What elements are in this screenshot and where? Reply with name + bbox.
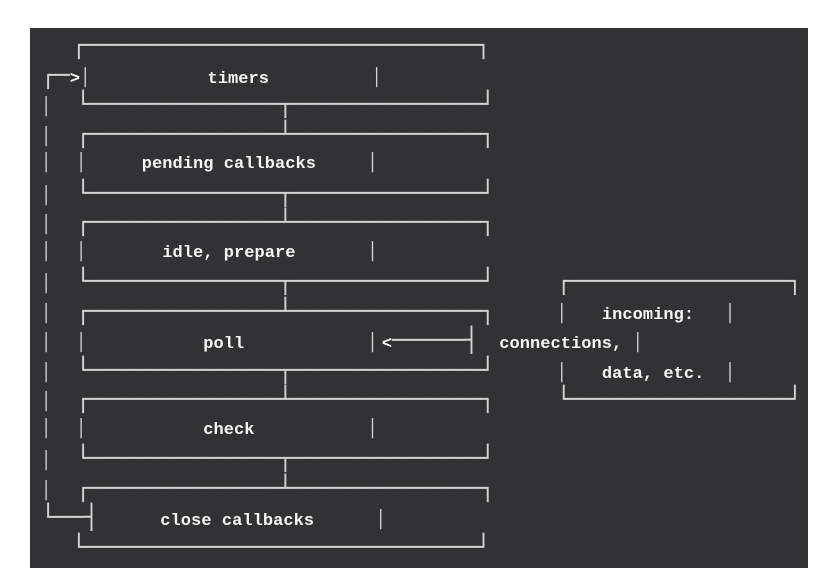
- ascii-diagram: ┌───────────────────────────┐┌─>│ timers…: [41, 31, 802, 562]
- diagram-line-segment: │: [41, 392, 56, 412]
- diagram-label-segment: [495, 276, 557, 295]
- diagram-label-segment: timers: [94, 69, 372, 89]
- diagram-line-segment: │: [80, 67, 95, 88]
- diagram-row: │ ┌─────────────┴─────────────┐: [41, 474, 802, 504]
- diagram-label-segment: connections,: [478, 335, 633, 354]
- diagram-line-segment: └───────────────────────────┘: [71, 532, 491, 561]
- diagram-row: ┌───────────────────────────┐: [41, 31, 802, 61]
- diagram-label-segment: [56, 188, 77, 207]
- diagram-line-segment: │: [367, 418, 382, 439]
- diagram-line-segment: │: [556, 303, 572, 324]
- diagram-line-segment: │: [556, 362, 572, 383]
- diagram-line-segment: └───────────────┘: [556, 385, 803, 413]
- diagram-label-segment: incoming:: [571, 305, 725, 325]
- diagram-line-segment: ┌─────────────┴─────────────┐: [76, 119, 496, 148]
- diagram-line-segment: └─────────────┬─────────────┘: [76, 355, 496, 384]
- diagram-line-segment: │: [371, 67, 386, 88]
- diagram-line-segment: ┌─: [41, 60, 70, 89]
- diagram-line-segment: ┌───────────────┐: [556, 267, 803, 295]
- diagram-line-segment: │: [367, 333, 382, 353]
- diagram-row: │ └─────────────┬─────────────┘: [41, 179, 802, 209]
- event-loop-diagram-panel: ┌───────────────────────────┐┌─>│ timers…: [30, 28, 808, 568]
- diagram-label-segment: idle, prepare: [90, 243, 368, 263]
- diagram-line-segment: ┌─────────────┴─────────────┐: [76, 208, 496, 236]
- diagram-row: └───────────────────────────┘: [41, 533, 802, 563]
- diagram-label-segment: [56, 335, 77, 354]
- diagram-line-segment: └─────────────┬─────────────┘: [76, 178, 496, 207]
- diagram-label-segment: close callbacks: [98, 512, 376, 531]
- diagram-label-segment: [495, 306, 557, 325]
- diagram-line-segment: │: [41, 480, 56, 501]
- diagram-line-segment: └──┤: [41, 503, 99, 531]
- diagram-line-segment: │: [41, 362, 56, 383]
- diagram-line-segment: │: [41, 215, 56, 235]
- diagram-line-segment: │: [76, 418, 91, 439]
- diagram-label-segment: pending callbacks: [90, 155, 368, 174]
- diagram-line-segment: │: [367, 241, 382, 262]
- diagram-label-segment: data, etc.: [571, 364, 725, 384]
- diagram-line-segment: │: [76, 241, 91, 262]
- diagram-label-segment: >: [69, 69, 81, 89]
- diagram-row: │ ┌─────────────┴─────────────┐: [41, 208, 802, 238]
- diagram-line-segment: ┌─────────────┴─────────────┐: [76, 473, 496, 502]
- diagram-line-segment: └─────────────┬─────────────┘: [76, 444, 496, 472]
- diagram-line-segment: │: [41, 97, 56, 117]
- diagram-line-segment: └─────────────┬─────────────┘: [76, 90, 496, 118]
- diagram-label-segment: [56, 217, 77, 236]
- diagram-label-segment: [495, 394, 557, 413]
- diagram-line-segment: │: [41, 241, 56, 262]
- diagram-row: │ │ pending callbacks │: [41, 149, 802, 179]
- diagram-line-segment: │: [41, 451, 56, 471]
- diagram-line-segment: └─────────────┬─────────────┘: [76, 267, 496, 295]
- diagram-label-segment: [56, 276, 77, 295]
- diagram-line-segment: │: [632, 333, 648, 353]
- diagram-row: │ │ poll │<─────┤ connections, │: [41, 326, 802, 356]
- diagram-label-segment: [56, 453, 77, 472]
- diagram-line-segment: │: [41, 274, 56, 294]
- diagram-line-segment: │: [76, 153, 91, 173]
- diagram-line-segment: │: [76, 333, 91, 353]
- diagram-line-segment: │: [367, 153, 382, 173]
- diagram-label-segment: [56, 155, 77, 174]
- diagram-line-segment: │: [41, 153, 56, 173]
- diagram-label-segment: [56, 129, 77, 148]
- diagram-label-segment: check: [90, 420, 368, 440]
- diagram-row: │ └─────────────┬─────────────┘ ┌───────…: [41, 267, 802, 297]
- diagram-row: │ └─────────────┬─────────────┘: [41, 90, 802, 120]
- diagram-row: │ ┌─────────────┴─────────────┐ │ incomi…: [41, 297, 802, 327]
- diagram-line-segment: │: [41, 126, 56, 147]
- diagram-line-segment: ┌─────────────┴─────────────┐: [76, 296, 496, 325]
- diagram-label-segment: [41, 40, 72, 59]
- diagram-label-segment: [41, 542, 72, 561]
- diagram-label-segment: [56, 306, 77, 325]
- diagram-line-segment: ┌───────────────────────────┐: [71, 31, 491, 59]
- diagram-row: └──┤ close callbacks │: [41, 503, 802, 533]
- diagram-label-segment: poll: [90, 335, 368, 354]
- diagram-line-segment: │: [41, 333, 56, 353]
- diagram-label-segment: <: [381, 335, 393, 354]
- diagram-label-segment: [495, 365, 557, 384]
- diagram-label-segment: [56, 244, 77, 263]
- diagram-row: │ └─────────────┬─────────────┘: [41, 444, 802, 474]
- diagram-label-segment: [56, 394, 77, 413]
- diagram-label-segment: [56, 483, 77, 502]
- diagram-line-segment: │: [375, 510, 391, 530]
- diagram-label-segment: [56, 421, 77, 440]
- diagram-row: ┌─>│ timers │: [41, 61, 802, 91]
- diagram-row: │ └─────────────┬─────────────┘ │ data, …: [41, 356, 802, 386]
- diagram-line-segment: ─────┤: [392, 326, 479, 354]
- diagram-line-segment: │: [724, 362, 740, 383]
- diagram-line-segment: │: [724, 303, 740, 324]
- diagram-label-segment: [56, 99, 77, 118]
- diagram-line-segment: │: [41, 418, 56, 439]
- diagram-label-segment: [56, 365, 77, 384]
- diagram-line-segment: ┌─────────────┴─────────────┐: [76, 385, 496, 413]
- diagram-line-segment: │: [41, 185, 56, 206]
- diagram-row: │ │ idle, prepare │: [41, 238, 802, 268]
- diagram-line-segment: │: [41, 303, 56, 324]
- diagram-row: │ ┌─────────────┴─────────────┐: [41, 120, 802, 150]
- diagram-row: │ │ check │: [41, 415, 802, 445]
- diagram-row: │ ┌─────────────┴─────────────┐ └───────…: [41, 385, 802, 415]
